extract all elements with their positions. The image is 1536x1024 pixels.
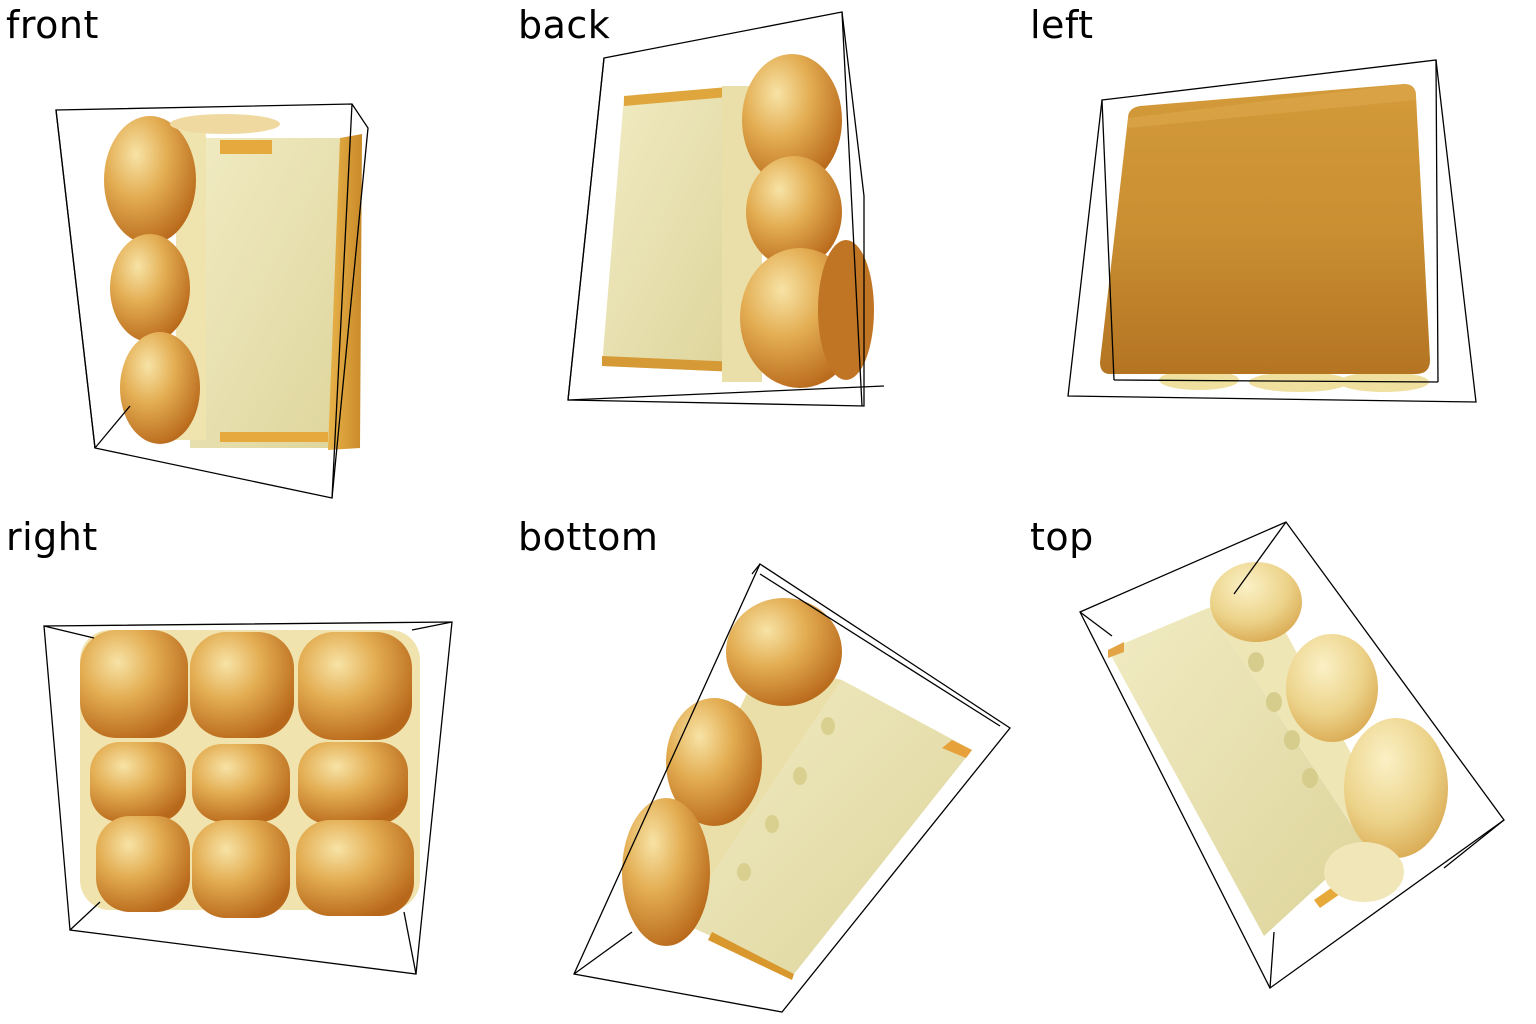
bread-render-back xyxy=(567,11,885,407)
view-back: back xyxy=(512,0,1024,512)
view-label-left: left xyxy=(1030,3,1094,47)
view-top: top xyxy=(1024,512,1536,1024)
bread-render-left xyxy=(1067,59,1477,403)
bounding-box xyxy=(1079,521,1505,989)
bread-render-bottom xyxy=(573,563,1011,1013)
view-front: front xyxy=(0,0,512,512)
view-bottom: bottom xyxy=(512,512,1024,1024)
bounding-box xyxy=(573,563,1011,1013)
view-label-top: top xyxy=(1030,515,1094,559)
bread-model xyxy=(1108,562,1448,936)
view-label-bottom: bottom xyxy=(518,515,659,559)
bounding-box xyxy=(55,103,369,499)
bread-render-front xyxy=(55,103,369,499)
bounding-box xyxy=(1067,59,1477,403)
bread-render-right xyxy=(43,621,453,975)
bounding-box xyxy=(567,11,885,407)
view-right: right xyxy=(0,512,512,1024)
view-label-back: back xyxy=(518,3,611,47)
bread-model xyxy=(80,630,420,918)
view-label-front: front xyxy=(6,3,99,47)
bread-model xyxy=(1100,84,1430,392)
bread-model xyxy=(104,114,362,450)
view-label-right: right xyxy=(6,515,98,559)
bread-model xyxy=(602,54,874,388)
view-left: left xyxy=(1024,0,1536,512)
bread-model xyxy=(622,598,972,980)
bounding-box xyxy=(43,621,453,975)
bread-render-top xyxy=(1079,521,1505,989)
